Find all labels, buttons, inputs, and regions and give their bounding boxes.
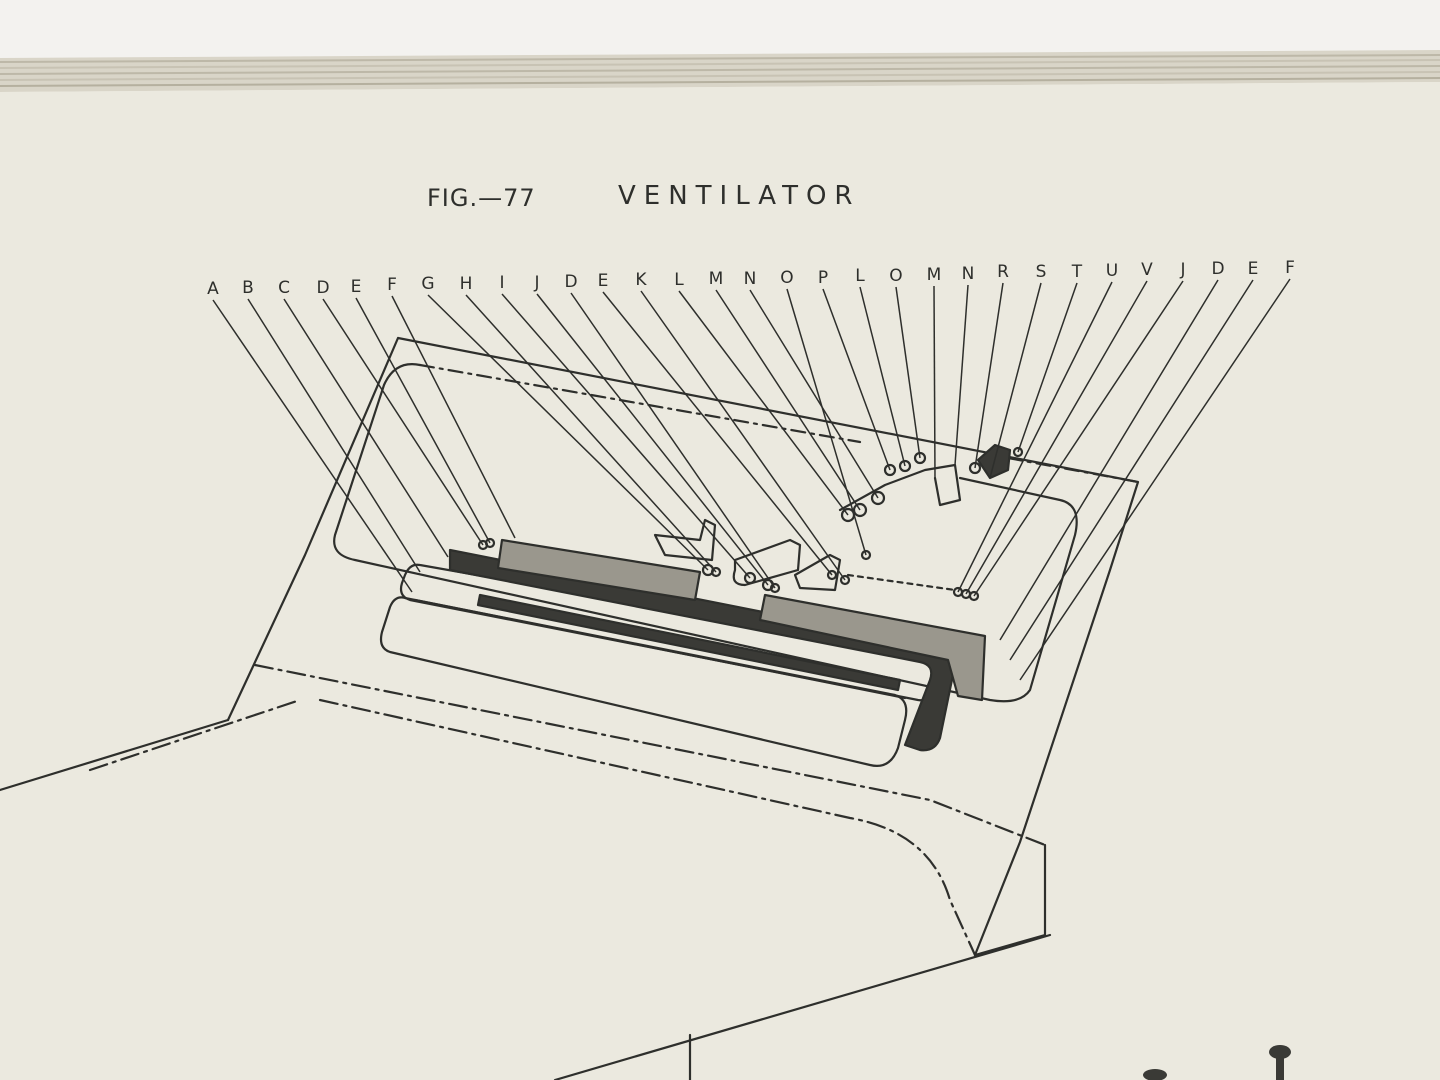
callout-leader-lines	[212, 278, 1291, 681]
leader-line-l	[678, 290, 849, 516]
body-outline-right	[973, 843, 1047, 957]
callout-label-i: I	[499, 273, 504, 293]
callout-label-l: L	[674, 270, 684, 290]
callout-label-d: D	[1211, 259, 1224, 279]
callout-label-p: P	[818, 268, 828, 288]
callout-label-l: L	[855, 266, 865, 286]
callout-label-e: E	[598, 271, 609, 291]
ventilator-lid	[379, 596, 908, 767]
hinge-bracket-right	[793, 549, 872, 592]
leader-line-a	[212, 299, 413, 593]
page-surface	[0, 82, 1440, 1080]
ventilator-screen-right	[758, 593, 987, 702]
callout-label-d: D	[564, 272, 577, 292]
callout-label-n: N	[744, 269, 757, 289]
leader-line-o	[786, 288, 867, 556]
leader-line-j	[536, 293, 769, 586]
leader-line-j	[973, 280, 1184, 597]
callout-label-g: G	[421, 274, 434, 294]
ventilator-screen-left	[496, 538, 702, 602]
callout-label-j: J	[533, 273, 539, 293]
leader-line-h	[465, 294, 717, 573]
lower-panel-line	[553, 933, 1052, 1080]
figure-number: FIG.—77	[427, 184, 536, 212]
page-stack-edge	[0, 50, 1440, 92]
knob-fixture	[1143, 1045, 1291, 1080]
leader-line-t	[1017, 282, 1078, 453]
leader-line-p	[822, 288, 891, 471]
callout-label-m: M	[927, 265, 942, 285]
leader-line-k	[640, 290, 846, 581]
leader-line-v	[965, 280, 1148, 595]
leader-line-n	[954, 284, 969, 466]
callout-label-m: M	[709, 269, 724, 289]
ventilator-gasket-strip	[476, 593, 902, 692]
leader-line-c	[283, 298, 449, 558]
callout-label-d: D	[316, 278, 329, 298]
callout-label-c: C	[278, 278, 290, 298]
leader-line-e	[1009, 279, 1254, 661]
leader-line-e	[602, 291, 833, 576]
dashed-guide-line	[846, 573, 957, 592]
ventilator-diagram	[0, 336, 1140, 1080]
hinge-bracket-left	[653, 518, 722, 578]
callout-label-n: N	[962, 264, 975, 284]
callout-label-r: R	[997, 262, 1009, 282]
callout-label-f: F	[1285, 258, 1295, 278]
callout-label-u: U	[1106, 261, 1118, 281]
callout-label-b: B	[242, 278, 254, 298]
callout-label-s: S	[1036, 262, 1047, 282]
leader-line-m	[715, 289, 861, 511]
leader-line-s	[989, 282, 1042, 479]
leader-line-f	[1019, 278, 1291, 681]
callout-label-v: V	[1141, 260, 1153, 280]
body-outline-left	[0, 718, 230, 792]
leader-line-u	[957, 281, 1113, 593]
callout-label-o: O	[780, 268, 793, 288]
body-dash-line-3	[88, 698, 302, 772]
callout-label-e: E	[351, 277, 362, 297]
cowl-outline	[226, 336, 1140, 957]
leader-line-d	[570, 292, 776, 589]
body-dash-line-1	[253, 663, 1047, 847]
leader-line-g	[427, 294, 709, 571]
leader-line-l	[859, 286, 906, 467]
dash-line-top	[418, 363, 862, 444]
callout-label-k: K	[635, 270, 647, 290]
leader-line-e	[355, 297, 491, 544]
callout-label-t: T	[1071, 262, 1083, 282]
background-surface	[0, 0, 1440, 60]
ventilator-panel-outline	[333, 363, 1078, 703]
callout-label-f: F	[387, 275, 397, 295]
leader-line-r	[974, 282, 1004, 469]
leader-line-b	[247, 298, 421, 573]
leader-line-f	[391, 295, 516, 539]
small-fasteners	[477, 537, 980, 602]
leader-line-o	[895, 286, 921, 459]
leader-line-n	[749, 289, 879, 499]
callout-label-h: H	[460, 274, 473, 294]
leader-line-i	[501, 293, 751, 579]
callout-label-e: E	[1248, 259, 1259, 279]
leader-line-m	[933, 285, 936, 479]
leader-line-d	[322, 298, 484, 546]
leader-line-d	[999, 279, 1219, 641]
callout-label-o: O	[889, 266, 902, 286]
body-dash-line-2	[318, 698, 977, 957]
callout-label-a: A	[207, 279, 219, 299]
figure-title: VENTILATOR	[618, 181, 861, 211]
dash-line-right	[1006, 456, 1140, 484]
callout-label-j: J	[1179, 260, 1185, 280]
